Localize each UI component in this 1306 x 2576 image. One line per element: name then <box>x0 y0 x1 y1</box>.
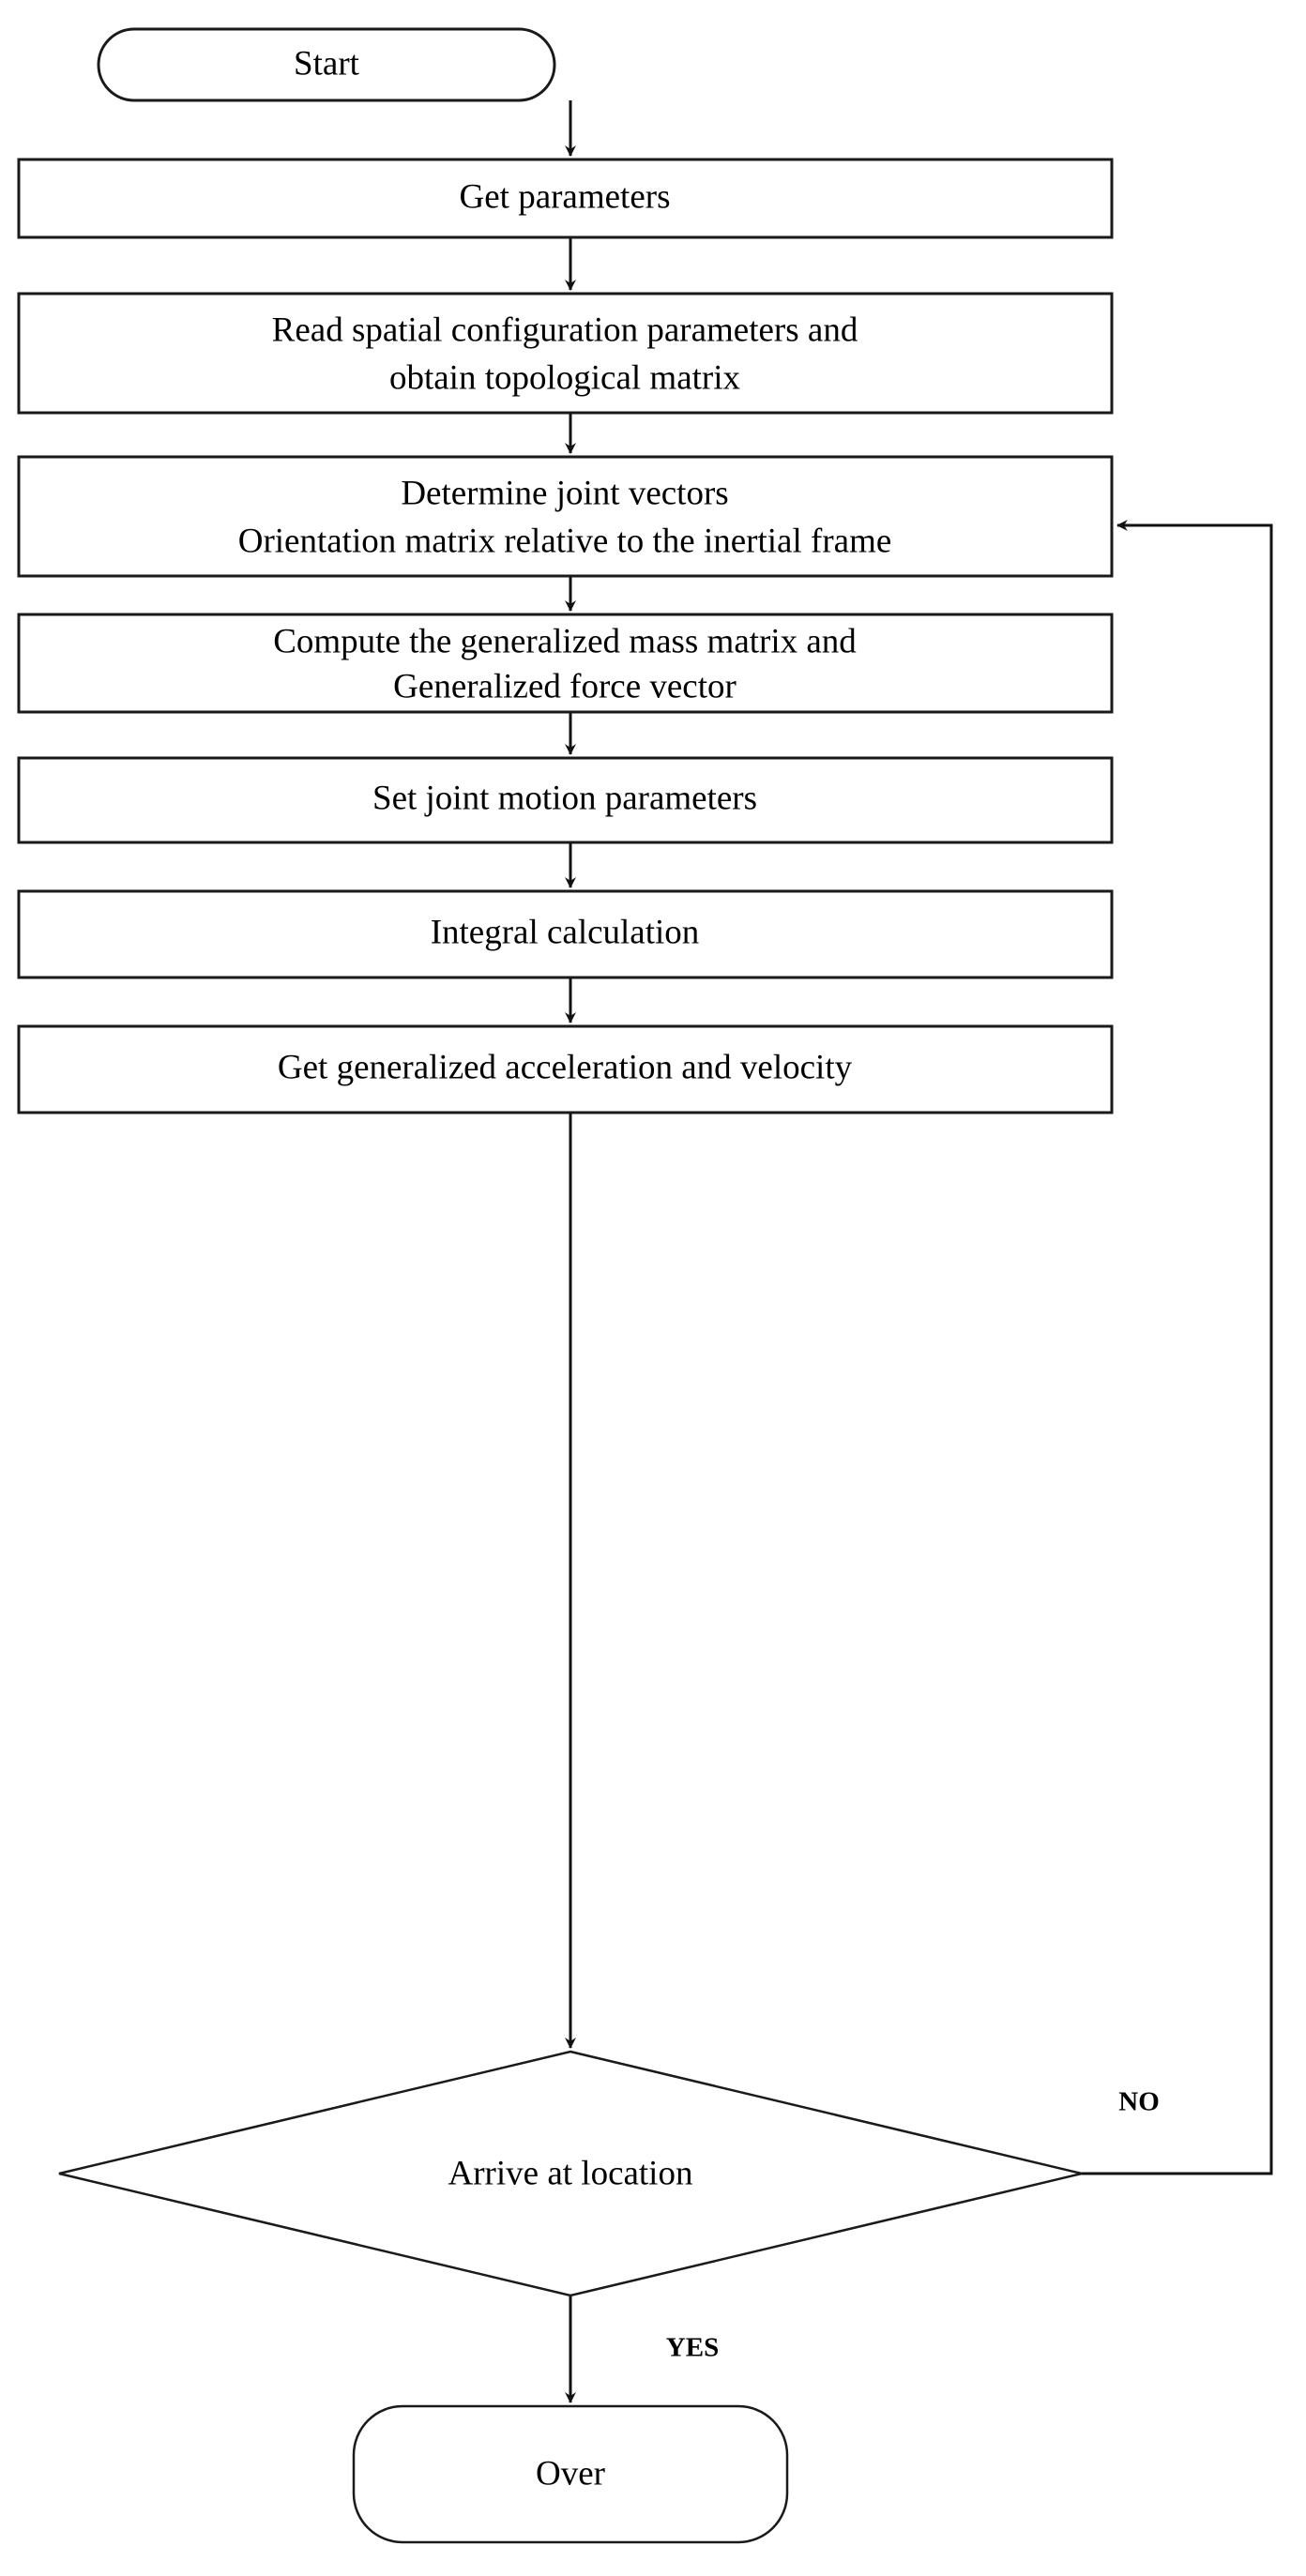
integral-calculation-shape <box>17 889 1114 979</box>
node-read-spatial-configuration[interactable]: Read spatial configuration parameters an… <box>17 292 1114 415</box>
node-set-joint-motion-parameters[interactable]: Set joint motion parameters <box>17 756 1114 844</box>
node-compute-generalized-mass-matrix[interactable]: Compute the generalized mass matrix and … <box>17 613 1114 714</box>
read-spatial-configuration-label-line2: obtain topological matrix <box>389 358 741 397</box>
node-get-generalized-acceleration[interactable]: Get generalized acceleration and velocit… <box>17 1024 1114 1114</box>
node-get-parameters[interactable]: Get parameters <box>17 158 1114 239</box>
node-determine-joint-vectors[interactable]: Determine joint vectors Orientation matr… <box>17 455 1114 578</box>
determine-joint-vectors-shape <box>17 455 1114 578</box>
connector-layer <box>565 100 1273 2403</box>
node-integral-calculation[interactable]: Integral calculation <box>17 889 1114 979</box>
determine-joint-vectors-label-line2: Orientation matrix relative to the inert… <box>238 522 892 560</box>
get-generalized-acceleration-label: Get generalized acceleration and velocit… <box>278 1048 853 1086</box>
start-label: Start <box>294 44 360 83</box>
node-over[interactable]: Over <box>352 2404 789 2544</box>
arrive-at-location-label: Arrive at location <box>448 2154 693 2192</box>
node-start[interactable]: Start <box>97 27 556 102</box>
get-parameters-shape <box>17 158 1114 239</box>
start-shape <box>97 27 556 102</box>
compute-generalized-mass-matrix-shape <box>17 613 1114 714</box>
compute-generalized-mass-matrix-label-line2: Generalized force vector <box>393 667 737 705</box>
node-arrive-at-location[interactable]: Arrive at location <box>58 2050 1083 2297</box>
branch-label-no: NO <box>1118 2087 1160 2117</box>
get-generalized-acceleration-shape <box>17 1024 1114 1114</box>
determine-joint-vectors-label-line1: Determine joint vectors <box>401 474 728 512</box>
set-joint-motion-parameters-shape <box>17 756 1114 844</box>
over-shape <box>352 2404 789 2544</box>
read-spatial-configuration-shape <box>17 292 1114 415</box>
get-parameters-label: Get parameters <box>460 177 671 216</box>
integral-calculation-label: Integral calculation <box>431 913 700 951</box>
over-label: Over <box>536 2454 605 2493</box>
compute-generalized-mass-matrix-label-line1: Compute the generalized mass matrix and <box>273 622 857 660</box>
branch-label-yes: YES <box>666 2333 719 2363</box>
arrive-at-location-shape <box>58 2050 1083 2297</box>
edge-decision-no-feedback <box>1082 520 1273 2175</box>
set-joint-motion-parameters-label: Set joint motion parameters <box>372 779 757 817</box>
read-spatial-configuration-label-line1: Read spatial configuration parameters an… <box>272 311 858 349</box>
